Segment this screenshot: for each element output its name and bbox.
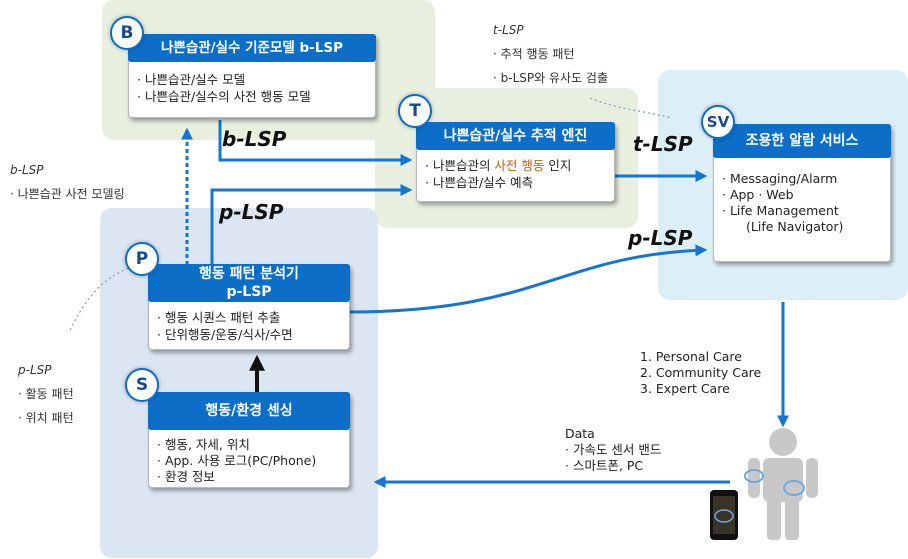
smartphone-icon <box>710 490 738 540</box>
list-item: · 스마트폰, PC <box>565 458 644 473</box>
list-item: · 행동, 자세, 위치 <box>157 437 250 452</box>
s-sensing-box: 행동/환경 센싱 · 행동, 자세, 위치 · App. 사용 로그(PC/Ph… <box>148 392 350 488</box>
list-item: · Messaging/Alarm <box>722 171 838 186</box>
t-badge: T <box>398 94 432 128</box>
s-badge: S <box>125 368 159 402</box>
p-lsp-right-label: p-LSP <box>628 226 693 250</box>
sv-badge: SV <box>701 105 735 139</box>
arrow-p-to-t <box>210 184 413 265</box>
p-analyzer-box: 행동 패턴 분석기 p-LSP · 행동 시퀀스 패턴 추출 · 단위행동/운동… <box>148 264 350 350</box>
p-analyzer-title-line2: p-LSP <box>226 284 272 300</box>
list-item: · 나쁜습관/실수 모델 <box>137 72 246 87</box>
wrist-band-left-icon <box>744 469 764 483</box>
list-item: · 가속도 센서 밴드 <box>565 442 662 457</box>
t-engine-box: 나쁜습관/실수 추적 엔진 · 나쁜습관의 사전 행동 인지 · 나쁜습관/실수… <box>416 122 615 202</box>
person-icon <box>748 428 818 540</box>
t-lsp-label: t-LSP <box>633 132 693 156</box>
note-title: b-LSP <box>10 163 44 177</box>
data-note: Data · 가속도 센서 밴드 · 스마트폰, PC <box>565 426 661 474</box>
note-connector-t <box>589 97 673 119</box>
p-analyzer-title: 행동 패턴 분석기 p-LSP <box>148 264 350 302</box>
p-badge: P <box>125 242 159 276</box>
highlight-text: 사전 행동 <box>494 158 545 173</box>
list-item: · App. 사용 로그(PC/Phone) <box>157 453 317 468</box>
list-item: · 나쁜습관/실수 예측 <box>425 175 534 190</box>
list-item: 1. Personal Care <box>640 349 742 364</box>
care-list: 1. Personal Care 2. Community Care 3. Ex… <box>640 349 761 397</box>
list-item: · 환경 정보 <box>157 469 215 484</box>
list-item: · 나쁜습관의 사전 행동 인지 <box>425 158 572 173</box>
p-analyzer-title-line1: 행동 패턴 분석기 <box>199 266 299 282</box>
list-item: · 위치 패턴 <box>18 411 74 425</box>
sv-service-items: · Messaging/Alarm · App · Web · Life Man… <box>722 171 884 235</box>
b-lsp-note: b-LSP · 나쁜습관 사전 모델링 <box>10 158 125 206</box>
b-badge: B <box>110 16 144 50</box>
arrow-b-to-t <box>218 120 413 166</box>
list-item: · App · Web <box>722 187 794 202</box>
p-lsp-note: p-LSP · 활동 패턴 · 위치 패턴 <box>18 358 74 430</box>
note-title: p-LSP <box>18 363 52 377</box>
list-item: (Life Navigator) <box>746 219 844 234</box>
list-item: · 나쁜습관/실수의 사전 행동 모델 <box>137 89 311 104</box>
list-item: · 활동 패턴 <box>18 387 74 401</box>
list-item: · 추적 행동 패턴 <box>493 47 575 61</box>
note-title: t-LSP <box>493 23 524 37</box>
list-item: · b-LSP와 유사도 검출 <box>493 71 608 85</box>
b-model-box: 나쁜습관/실수 기준모델 b-LSP · 나쁜습관/실수 모델 · 나쁜습관/실… <box>128 34 376 118</box>
s-sensing-title: 행동/환경 센싱 <box>148 392 350 430</box>
list-item: · 단위행동/운동/식사/수면 <box>157 327 293 342</box>
b-lsp-label: b-LSP <box>222 127 287 151</box>
data-note-title: Data <box>565 426 595 441</box>
b-model-title: 나쁜습관/실수 기준모델 b-LSP <box>128 34 376 62</box>
s-sensing-items: · 행동, 자세, 위치 · App. 사용 로그(PC/Phone) · 환경… <box>157 437 343 485</box>
sv-service-title: 조용한 알람 서비스 <box>713 124 891 158</box>
note-connector-p <box>69 261 151 331</box>
sv-service-box: 조용한 알람 서비스 · Messaging/Alarm · App · Web… <box>713 124 891 262</box>
list-item: · 행동 시퀀스 패턴 추출 <box>157 310 281 325</box>
wrist-band-right-icon <box>783 480 805 496</box>
list-item: · Life Management <box>722 203 839 218</box>
arrow-p-to-sv <box>347 244 708 314</box>
t-lsp-note: t-LSP · 추적 행동 패턴 · b-LSP와 유사도 검출 <box>493 18 608 90</box>
t-engine-title: 나쁜습관/실수 추적 엔진 <box>416 122 615 150</box>
p-lsp-top-label: p-LSP <box>219 200 284 224</box>
p-analyzer-items: · 행동 시퀀스 패턴 추출 · 단위행동/운동/식사/수면 <box>157 309 343 343</box>
b-model-items: · 나쁜습관/실수 모델 · 나쁜습관/실수의 사전 행동 모델 <box>137 71 369 105</box>
list-item: 2. Community Care <box>640 365 762 380</box>
list-item: · 나쁜습관 사전 모델링 <box>10 187 125 201</box>
list-item: 3. Expert Care <box>640 381 730 396</box>
t-engine-items: · 나쁜습관의 사전 행동 인지 · 나쁜습관/실수 예측 <box>425 157 608 191</box>
